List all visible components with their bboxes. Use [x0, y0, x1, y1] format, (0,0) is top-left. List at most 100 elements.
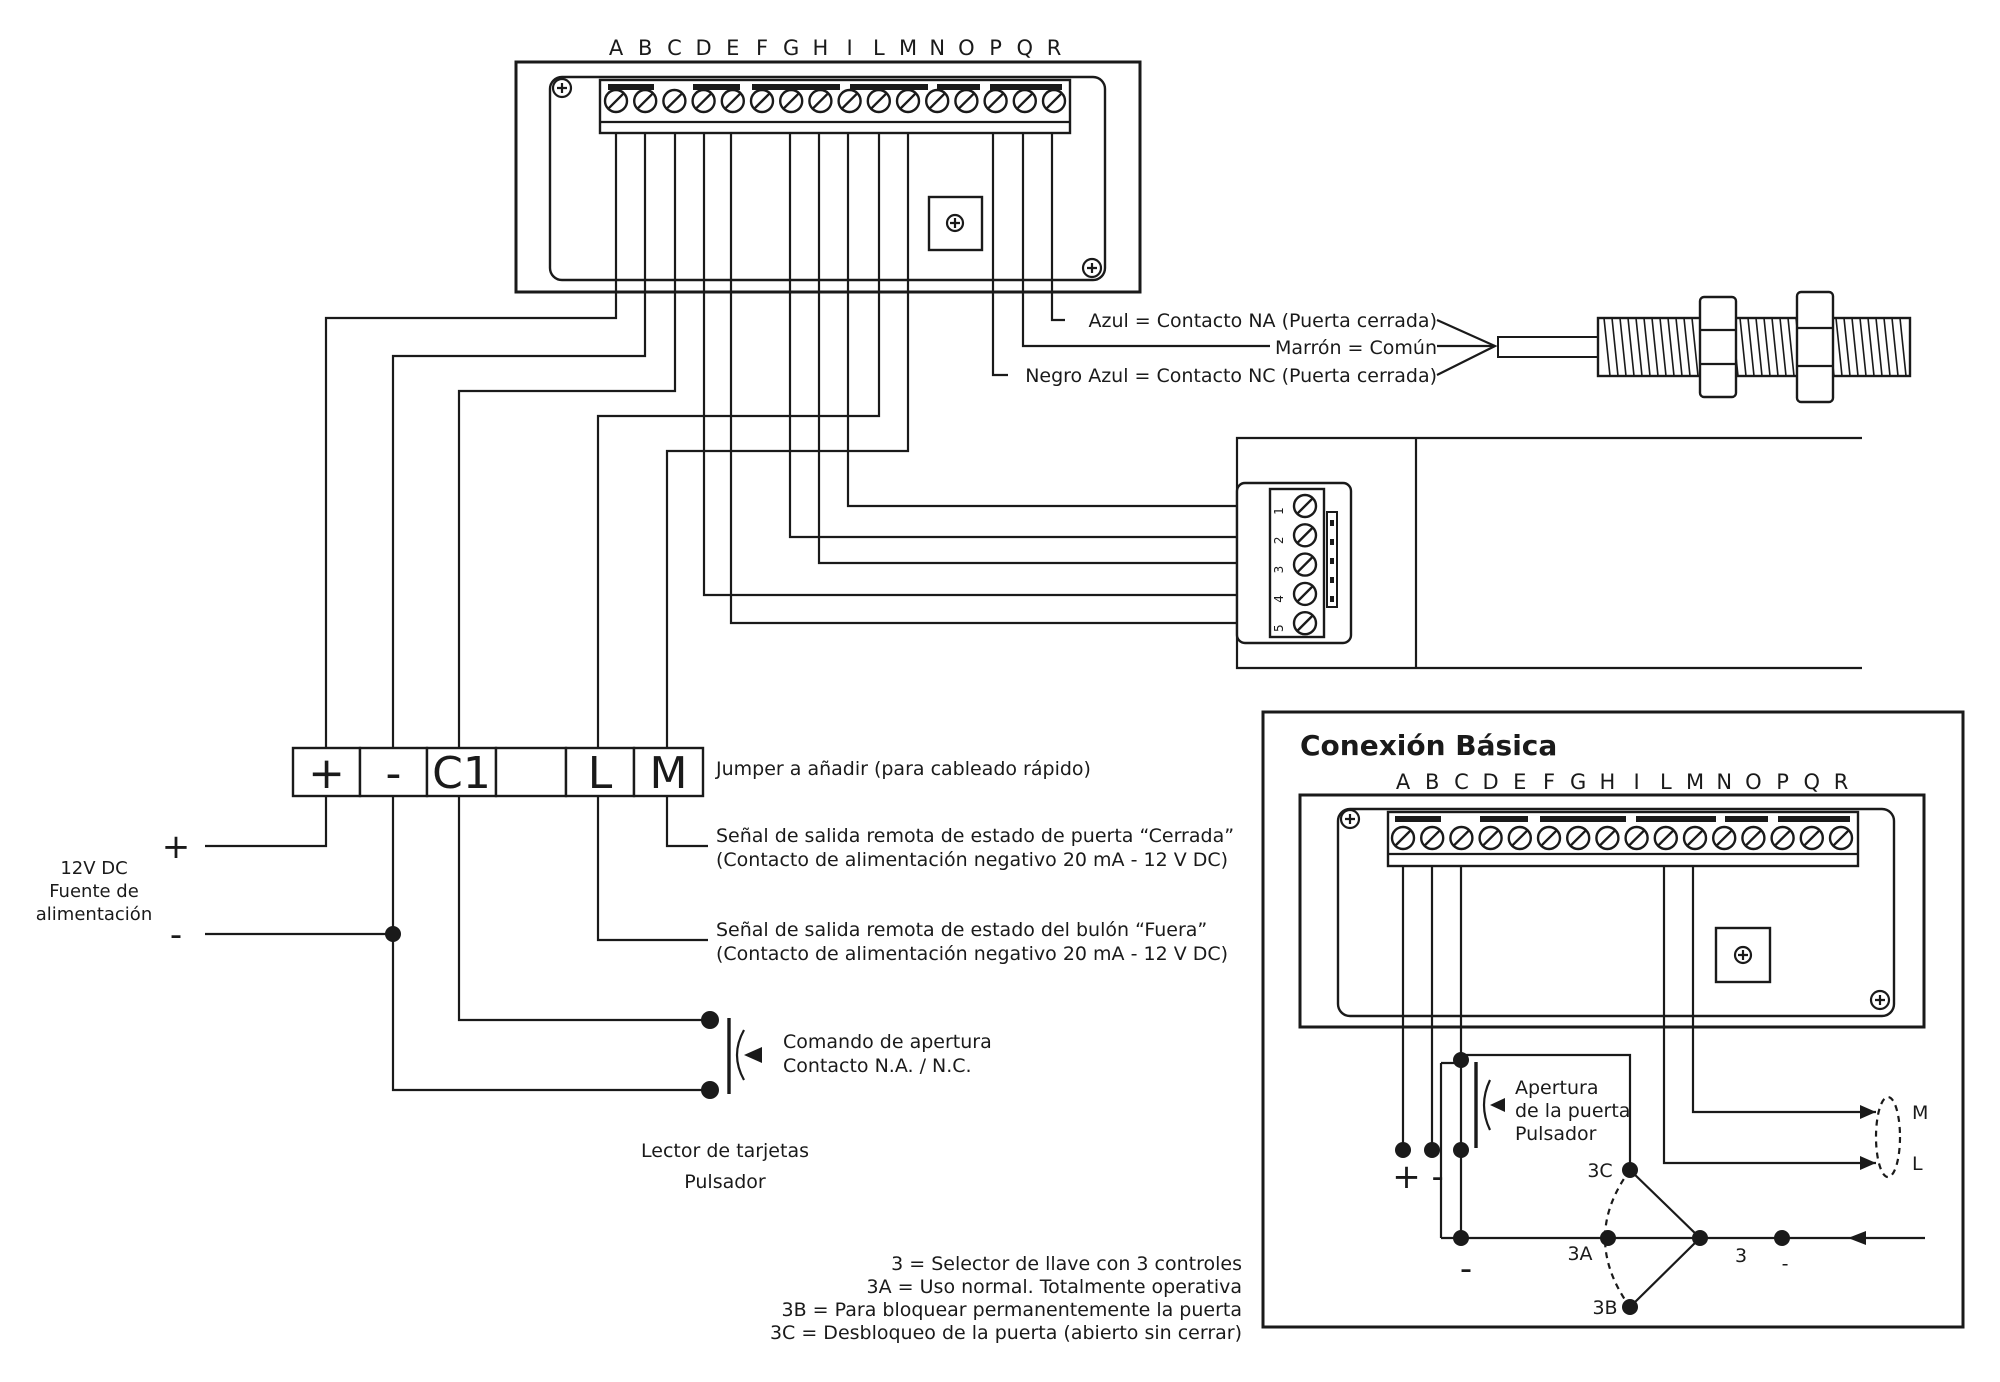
terminal-letter: O	[958, 36, 975, 60]
basic-terminal-letter: P	[1776, 770, 1789, 794]
terminal-screw-icon	[1478, 825, 1503, 851]
terminal-screw-icon	[1507, 825, 1533, 851]
terminal-screw-icon	[1536, 825, 1562, 851]
basic-terminal-letter: N	[1716, 770, 1732, 794]
strip-label: C1	[432, 748, 491, 799]
basic-terminal-letter: O	[1745, 770, 1762, 794]
terminal-screw-icon	[1449, 825, 1474, 851]
basic-3b: 3B	[1592, 1297, 1617, 1319]
sensor-label-negro: Negro Azul = Contacto NC (Puerta cerrada…	[1025, 365, 1437, 387]
open-command-line1: Comando de apertura	[783, 1031, 992, 1053]
terminal-letter: H	[813, 36, 829, 60]
terminal-screw-icon	[1419, 825, 1445, 851]
terminal-letter: P	[989, 36, 1002, 60]
connector-number: 4	[1272, 595, 1286, 603]
terminal-screw-icon	[1041, 88, 1067, 114]
terminal-screw-icon	[1799, 825, 1825, 851]
terminal-letter: I	[846, 36, 852, 60]
signal-closed-line2: (Contacto de alimentación negativo 20 mA…	[716, 849, 1228, 871]
power-line2: Fuente de	[49, 881, 139, 902]
basic-terminal-letter: R	[1834, 770, 1849, 794]
terminal-screw-icon	[895, 88, 921, 114]
strip-label: -	[386, 748, 402, 799]
terminal-screw-icon	[983, 88, 1008, 114]
terminal-screw-icon	[1711, 825, 1737, 851]
terminal-screw-icon	[691, 88, 716, 114]
main-controller	[514, 60, 1142, 294]
power-plus: +	[162, 827, 191, 867]
power-minus: -	[170, 915, 182, 955]
terminal-screw-icon	[1292, 493, 1318, 519]
signal-out-line1: Señal de salida remota de estado del bul…	[716, 919, 1207, 941]
signal-closed-line1: Señal de salida remota de estado de puer…	[716, 825, 1234, 847]
terminal-screw-icon	[1292, 552, 1318, 577]
terminal-screw-icon	[837, 88, 862, 114]
push-button-symbol	[701, 1011, 762, 1099]
basic-l: L	[1912, 1153, 1923, 1175]
terminal-screw-icon	[603, 88, 629, 114]
basic-button-line3: Pulsador	[1515, 1123, 1597, 1145]
basic-dash: -	[1782, 1253, 1789, 1275]
basic-plus-minus: + -	[1392, 1157, 1444, 1197]
terminal-letter: C	[667, 36, 682, 60]
open-command-line2: Contacto N.A. / N.C.	[783, 1055, 972, 1077]
basic-terminal-letter: E	[1513, 770, 1526, 794]
adjust-screw	[927, 195, 984, 252]
terminal-screw-icon	[779, 88, 804, 114]
terminal-letter: R	[1047, 36, 1062, 60]
terminal-letter: L	[873, 36, 885, 60]
terminal-screw-icon	[662, 88, 687, 114]
lock-connector: 1 2 3 4 5	[1235, 436, 1862, 670]
connector-number: 3	[1272, 566, 1286, 574]
strip-label: L	[588, 748, 613, 799]
terminal-screw-icon	[866, 88, 891, 114]
connector-number: 2	[1272, 536, 1286, 544]
power-line1: 12V DC	[60, 858, 127, 879]
terminal-screw-icon	[1653, 825, 1679, 851]
strip-wires	[205, 796, 710, 1092]
terminal-letter: Q	[1017, 36, 1034, 60]
terminal-screw-icon	[1565, 825, 1591, 851]
adjust-screw	[1714, 926, 1772, 984]
basic-m: M	[1912, 1102, 1928, 1124]
strip-label: M	[650, 748, 688, 799]
legend-line: 3 = Selector de llave con 3 controles	[891, 1253, 1242, 1275]
connector-number: 5	[1272, 624, 1286, 632]
basic-title: Conexión Básica	[1300, 729, 1557, 762]
terminal-screws	[603, 84, 1067, 114]
terminal-screw-icon	[954, 88, 979, 114]
legend-line: 3C = Desbloqueo de la puerta (abierto si…	[770, 1322, 1242, 1344]
legend-line: 3A = Uso normal. Totalmente operativa	[867, 1276, 1242, 1298]
terminal-screw-icon	[1012, 88, 1038, 114]
terminal-screw-icon	[720, 88, 745, 114]
terminal-screw-icon	[1292, 523, 1318, 548]
basic-3: 3	[1735, 1245, 1747, 1267]
connector-number: 1	[1272, 507, 1286, 515]
basic-terminal-letter: F	[1543, 770, 1555, 794]
terminal-screw-icon	[925, 88, 950, 114]
basic-3a: 3A	[1567, 1243, 1592, 1265]
terminal-letter: M	[899, 36, 917, 60]
terminal-letter: B	[638, 36, 652, 60]
screw-icon	[1339, 808, 1361, 830]
terminal-letter: N	[929, 36, 945, 60]
terminal-screw-icon	[1828, 825, 1854, 851]
terminal-letter: A	[609, 36, 624, 60]
basic-terminal-letter: I	[1633, 770, 1639, 794]
jumper-label: Jumper a añadir (para cableado rápido)	[715, 758, 1091, 780]
basic-button-line1: Apertura	[1515, 1077, 1599, 1099]
sensor-label-marron: Marrón = Común	[1275, 337, 1437, 359]
legend-line: 3B = Para bloquear permanentemente la pu…	[782, 1299, 1242, 1321]
basic-terminal-letter: C	[1454, 770, 1469, 794]
power-line3: alimentación	[36, 904, 152, 925]
screw-icon	[1081, 257, 1103, 279]
terminal-screw-icon	[1770, 825, 1795, 851]
basic-terminal-letter: D	[1483, 770, 1499, 794]
strip-label: +	[308, 748, 345, 799]
sensor-label-azul: Azul = Contacto NA (Puerta cerrada)	[1088, 310, 1437, 332]
basic-terminal-letter: H	[1600, 770, 1616, 794]
terminal-screw-icon	[808, 88, 833, 114]
terminal-letter: D	[696, 36, 712, 60]
